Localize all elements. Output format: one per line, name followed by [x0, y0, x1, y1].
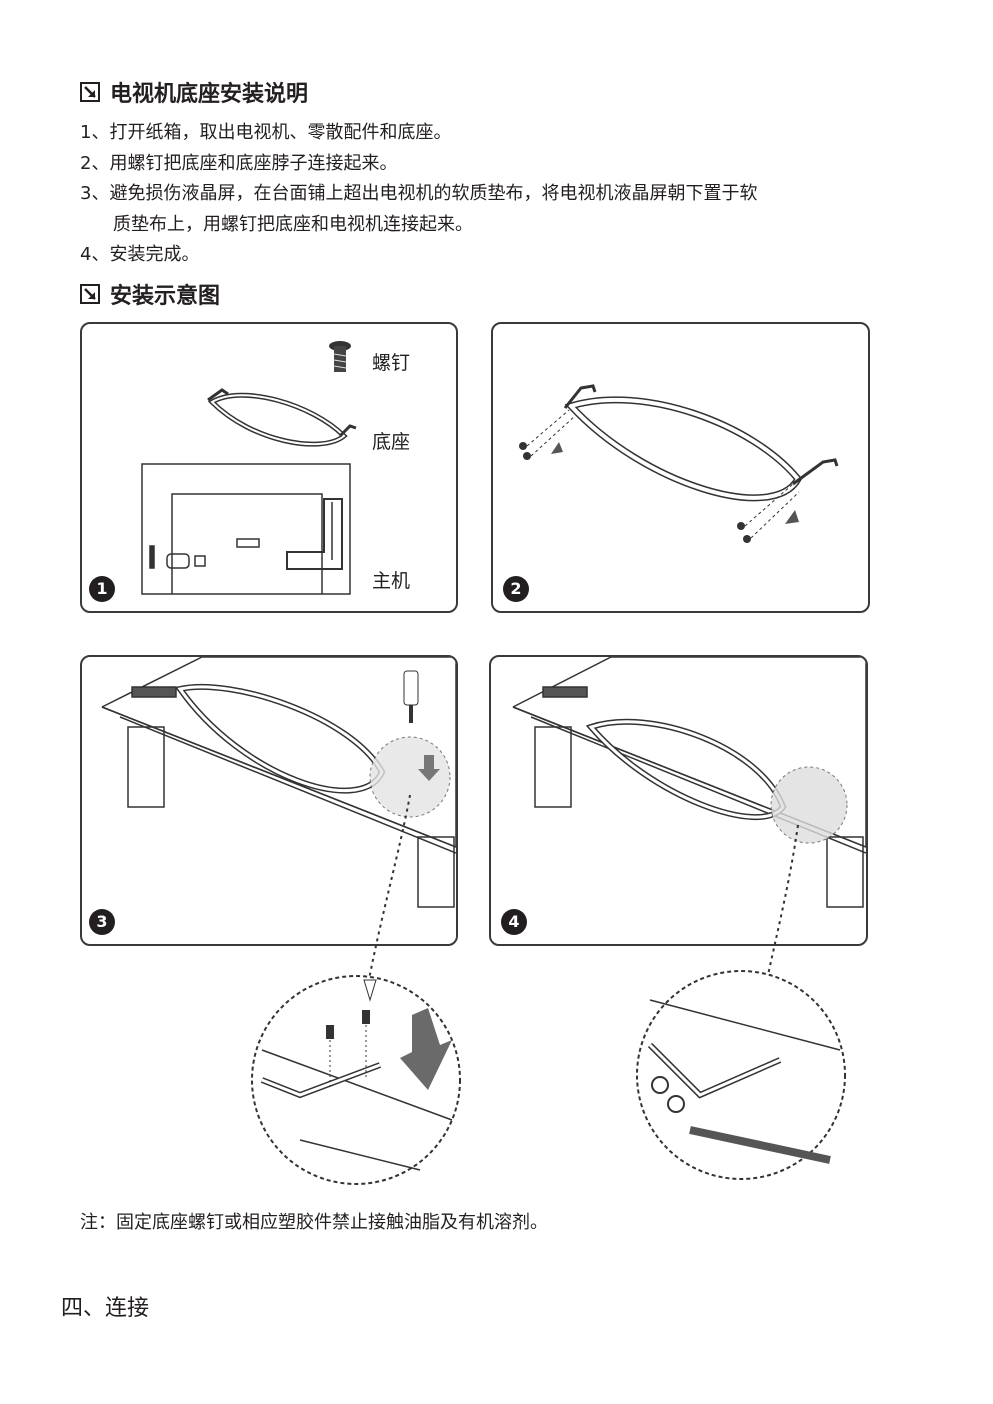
stand-icon [563, 384, 839, 502]
heading-arrow-icon [80, 284, 100, 304]
stand-icon [207, 388, 357, 447]
step-list: 1、打开纸箱，取出电视机、零散配件和底座。 2、用螺钉把底座和底座脖子连接起来。… [80, 118, 757, 271]
step-number-badge: 2 [503, 576, 529, 602]
parts-illustration [141, 341, 357, 595]
body-label: 主机 [372, 570, 411, 592]
tv-body-icon [141, 463, 351, 595]
step-number-badge: 3 [89, 909, 115, 935]
stand-icon [174, 683, 386, 794]
tv-install-illustration [101, 657, 456, 908]
step-1: 1、打开纸箱，取出电视机、零散配件和底座。 [80, 122, 452, 143]
screw-icon [519, 442, 751, 543]
zoom-circle-right [636, 970, 846, 1180]
diagram-heading-text: 安装示意图 [110, 284, 221, 309]
note-text: 注：固定底座螺钉或相应塑胶件禁止接触油脂及有机溶剂。 [80, 1212, 548, 1233]
section-heading: 四、连接 [61, 1296, 150, 1321]
step-4: 4、安装完成。 [80, 244, 200, 265]
main-heading: 电视机底座安装说明 [80, 76, 308, 108]
step-number-badge: 1 [89, 576, 115, 602]
zoom-circle-left [251, 975, 461, 1185]
stand-screw-illustration [519, 384, 839, 543]
stand-label: 底座 [372, 431, 411, 453]
screw-label: 螺钉 [372, 352, 411, 374]
panel-step-1: 螺钉 底座 主机 1 [80, 322, 458, 613]
screwdriver-icon [403, 670, 419, 723]
panel-step-3: 3 [80, 655, 458, 946]
screw-icon [329, 341, 351, 372]
step-number-badge: 4 [501, 909, 527, 935]
panel-step-2: 2 [491, 322, 870, 613]
panel-step-4: 4 [489, 655, 868, 946]
tv-installed-illustration [512, 657, 866, 908]
step-2: 2、用螺钉把底座和底座脖子连接起来。 [80, 152, 398, 174]
step-3: 3、避免损伤液晶屏，在台面铺上超出电视机的软质垫布，将电视机液晶屏朝下置于软 [80, 183, 758, 204]
arrow-icon [551, 442, 799, 524]
heading-arrow-icon [80, 82, 100, 102]
main-heading-text: 电视机底座安装说明 [110, 82, 309, 107]
diagram-heading: 安装示意图 [80, 278, 220, 310]
step-3-continued: 质垫布上，用螺钉把底座和电视机连接起来。 [113, 213, 473, 235]
